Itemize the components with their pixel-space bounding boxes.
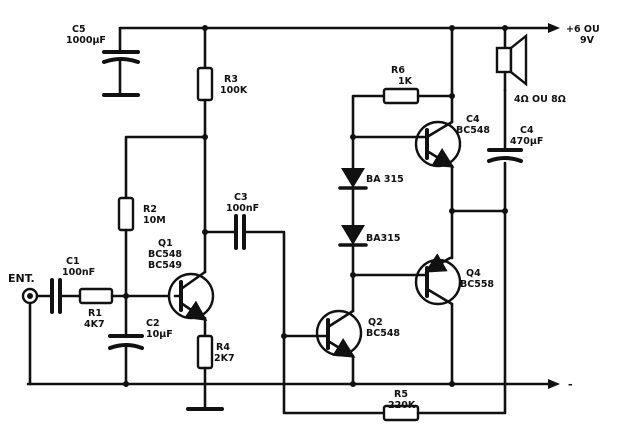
diode-d2: BA315 (338, 225, 400, 313)
capacitor-c1: C1 100nF (35, 256, 95, 314)
c5-ref: C5 (72, 24, 86, 35)
positive-label: +6 OU (566, 24, 600, 35)
negative-label: - (568, 378, 573, 391)
r6-value: 1K (398, 76, 413, 87)
transistor-q3: C4 BC548 (351, 94, 490, 213)
r5-value: 220K (388, 400, 416, 411)
q2-ref: Q2 (368, 317, 383, 328)
c5-value: 1000µF (66, 35, 106, 46)
r3-value: 100K (220, 85, 248, 96)
c2-value: 10µF (146, 329, 173, 340)
positive-rail (118, 25, 550, 31)
q4-value: BC558 (460, 279, 494, 290)
positive-terminal: +6 OU 9V (548, 23, 600, 46)
resistor-r5: R5 220K (282, 209, 507, 422)
capacitor-c2: C2 10µF (108, 294, 173, 386)
q3-ref: C4 (466, 114, 480, 125)
input-jack: ENT. (8, 272, 39, 386)
r6-ref: R6 (391, 65, 405, 76)
r4-value: 2K7 (214, 353, 235, 364)
r2-ref: R2 (143, 204, 157, 215)
c3-ref: C3 (234, 192, 248, 203)
d1-value: BA 315 (366, 174, 404, 185)
q1-value-2: BC549 (148, 260, 182, 271)
resistor-r6: R6 1K (351, 26, 454, 139)
capacitor-c4: C4 470µF (487, 88, 543, 213)
r4-ref: R4 (216, 342, 230, 353)
transistor-q4: Q4 BC558 (351, 209, 494, 386)
resistor-r4: R4 2K7 (186, 334, 235, 411)
q1-value: BC548 (148, 249, 182, 260)
r2-value: 10M (143, 215, 166, 226)
d2-value: BA315 (366, 233, 400, 244)
r5-ref: R5 (394, 389, 408, 400)
q1-ref: Q1 (158, 238, 173, 249)
r1-value: 4K7 (84, 319, 105, 330)
c1-value: 100nF (62, 267, 95, 278)
r1-ref: R1 (88, 308, 102, 319)
transistor-q2: Q2 BC548 (282, 309, 400, 386)
capacitor-c5: C5 1000µF (66, 24, 140, 97)
q3-value: BC548 (456, 125, 490, 136)
q2-value: BC548 (366, 328, 400, 339)
resistor-r1: R1 4K7 (78, 287, 177, 330)
capacitor-c3: C3 100nF (203, 192, 286, 338)
transistor-q1: Q1 BC548 BC549 (148, 230, 215, 338)
resistor-r2: R2 10M (117, 135, 207, 298)
c3-value: 100nF (226, 203, 259, 214)
input-label: ENT. (8, 272, 35, 285)
c4-value: 470µF (510, 136, 543, 147)
resistor-r3: R3 100K (196, 26, 248, 234)
speaker-label: 4Ω OU 8Ω (514, 94, 566, 105)
ground-rail (26, 381, 550, 387)
speaker: 4Ω OU 8Ω (495, 26, 566, 105)
c1-ref: C1 (66, 256, 80, 267)
negative-terminal: - (548, 378, 573, 391)
r3-ref: R3 (224, 74, 238, 85)
c4-ref: C4 (520, 125, 534, 136)
diode-d1: BA 315 (338, 135, 404, 227)
c2-ref: C2 (146, 318, 160, 329)
q4-ref: Q4 (466, 268, 481, 279)
positive-label-2: 9V (580, 35, 595, 46)
